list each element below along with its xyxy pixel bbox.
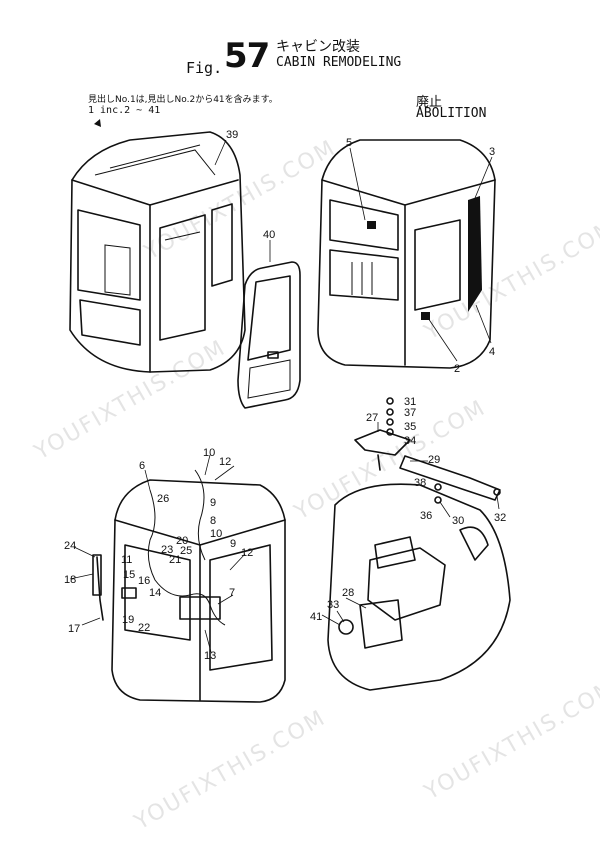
- watermark-group: YOUFIXTHIS.COM YOUFIXTHIS.COM YOUFIXTHIS…: [30, 135, 600, 835]
- cabin-abolition: [317, 139, 496, 369]
- figure-prefix: Fig.: [186, 59, 223, 77]
- callout-label: 11: [121, 554, 132, 566]
- callout-label: 12: [241, 547, 253, 559]
- callout-label: 10: [210, 528, 222, 540]
- callout-label: 27: [366, 412, 378, 424]
- callout-label: 23: [161, 544, 173, 556]
- callout-label: 26: [157, 493, 169, 505]
- figure-number: 57: [224, 36, 270, 76]
- callout-label: 32: [494, 512, 506, 524]
- callout-label: 16: [138, 575, 150, 587]
- bracket-assembly: [354, 397, 501, 504]
- watermark-text: YOUFIXTHIS.COM: [420, 675, 600, 805]
- abolition-label-jp: 廃止: [416, 95, 443, 110]
- callout-label: 38: [414, 477, 426, 489]
- leader-lines: [69, 139, 500, 653]
- callout-label: 4: [489, 346, 495, 358]
- callout-label: 30: [452, 515, 464, 527]
- callout-label: 39: [226, 129, 238, 141]
- callout-label: 25: [180, 545, 192, 557]
- callout-label: 6: [139, 460, 145, 472]
- callout-labels: 39 40 5 3 4 2 31 37 35 34 27 29 38 36 30…: [64, 129, 506, 662]
- callout-label: 3: [489, 146, 495, 158]
- callout-label: 31: [404, 396, 416, 408]
- cabin-frame-39: [69, 131, 246, 373]
- callout-label: 9: [230, 538, 236, 550]
- figure-title-en: CABIN REMODELING: [276, 55, 402, 70]
- callout-label: 13: [204, 650, 216, 662]
- note-pointer-icon: [94, 119, 101, 127]
- inclusion-note-en: 1 inc.2 ~ 41: [88, 105, 161, 116]
- figure-title-jp: キャビン改装: [276, 39, 360, 55]
- callout-label: 2: [454, 363, 460, 375]
- callout-label: 36: [420, 510, 432, 522]
- cabin-wiring: [92, 469, 286, 703]
- callout-label: 22: [138, 622, 150, 634]
- callout-label: 17: [68, 623, 80, 635]
- callout-label: 10: [203, 447, 215, 459]
- callout-label: 15: [123, 569, 135, 581]
- callout-label: 41: [310, 611, 322, 623]
- callout-label: 29: [428, 454, 440, 466]
- callout-label: 8: [210, 515, 216, 527]
- callout-label: 20: [176, 535, 188, 547]
- callout-label: 19: [122, 614, 134, 626]
- watermark-text: YOUFIXTHIS.COM: [30, 335, 231, 465]
- abolition-label-en: ABOLITION: [416, 106, 487, 121]
- cab-interior: [327, 483, 511, 691]
- callout-label: 35: [404, 421, 416, 433]
- callout-label: 33: [327, 599, 339, 611]
- callout-label: 9: [210, 497, 216, 509]
- watermark-text: YOUFIXTHIS.COM: [420, 215, 600, 345]
- inclusion-note-jp: 見出しNo.1は,見出しNo.2から41を含みます。: [88, 95, 278, 105]
- callout-label: 37: [404, 407, 416, 419]
- callout-label: 5: [346, 137, 352, 149]
- callout-label: 28: [342, 587, 354, 599]
- callout-label: 40: [263, 229, 275, 241]
- watermark-text: YOUFIXTHIS.COM: [130, 705, 331, 835]
- callout-label: 14: [149, 587, 161, 599]
- callout-label: 34: [404, 435, 416, 447]
- callout-label: 21: [169, 554, 181, 566]
- callout-label: 18: [64, 574, 76, 586]
- callout-label: 24: [64, 540, 76, 552]
- door-40: [237, 261, 301, 409]
- callout-label: 12: [219, 456, 231, 468]
- callout-label: 7: [229, 587, 235, 599]
